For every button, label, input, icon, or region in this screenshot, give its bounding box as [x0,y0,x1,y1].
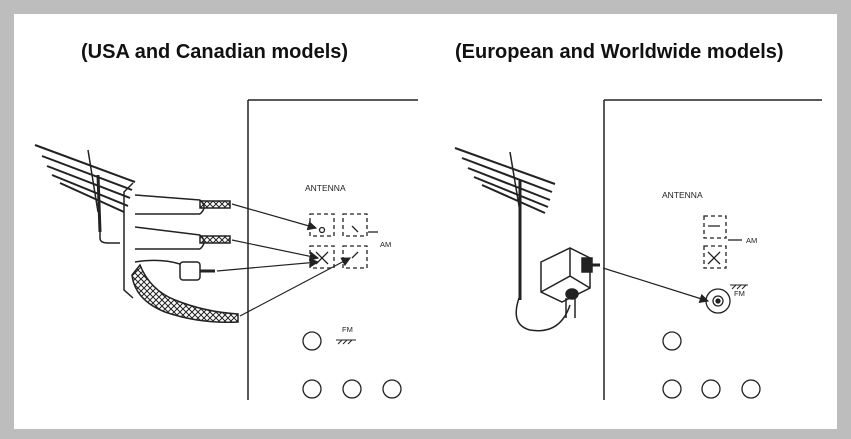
left-panel-jacks [302,331,402,399]
diagram-panel [14,14,837,429]
antenna-plug-adaptor [540,247,600,318]
left-connection-arrows [216,203,352,317]
shielded-coaxial-cable [131,263,239,324]
left-antenna-terminals [309,213,378,269]
right-fm-jack [705,288,731,314]
heading-usa-canadian: (USA and Canadian models) [81,41,349,63]
coaxial-cable-plug [134,259,215,281]
left-rear-panel [247,99,418,400]
left-fm-label: FM [342,325,353,334]
right-ground-icon [730,284,748,290]
left-ground-icon [336,339,356,345]
right-fm-label: FM [734,289,745,298]
right-tv-antenna-icon [454,147,556,300]
left-am-label: AM [380,240,391,249]
right-antenna-cable [515,297,571,332]
right-antenna-label: ANTENNA [662,190,703,200]
right-am-label: AM [746,236,757,245]
heading-european-worldwide: (European and Worldwide models) [455,41,784,63]
left-tv-antenna-icon [34,144,136,244]
twin-lead-cable-2 [134,226,231,250]
cable-group-bracket [123,182,134,299]
twin-lead-cable-1 [134,194,231,215]
right-am-terminals [703,215,742,269]
right-panel-jacks [662,331,761,399]
right-connection-arrow [602,267,710,304]
right-rear-panel [603,99,822,400]
left-antenna-label: ANTENNA [305,183,346,193]
